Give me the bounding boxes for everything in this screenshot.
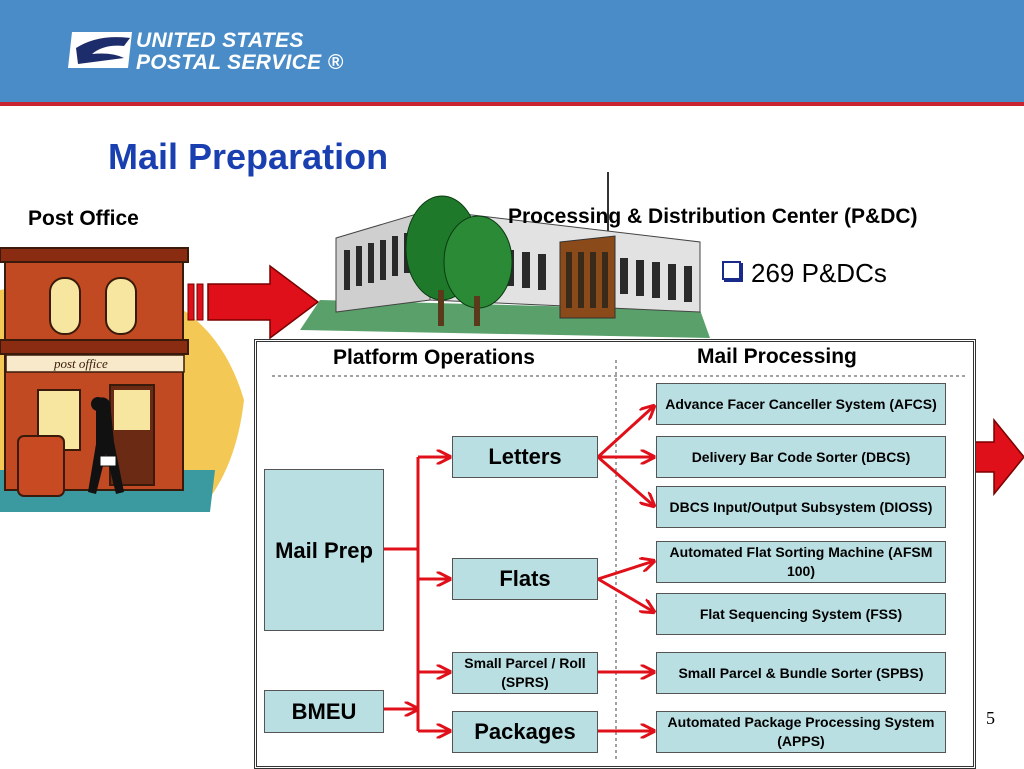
page-number: 5: [986, 708, 995, 728]
pdc-building-illustration: [300, 172, 710, 338]
arrow-to-afcs: [596, 406, 654, 459]
post-office-label: Post Office: [28, 207, 139, 230]
logo-line-2: POSTAL SERVICE ®: [136, 51, 344, 74]
checkbox-bullet-icon: [722, 261, 741, 280]
page-title: Mail Preparation: [108, 136, 389, 177]
usps-eagle-logo: [68, 32, 132, 68]
packages-node: Packages: [452, 711, 598, 753]
sprs-node: Small Parcel / Roll (SPRS): [452, 652, 598, 694]
header-rule: [0, 102, 1024, 106]
logo-line-1: UNITED STATES: [136, 29, 304, 52]
apps-node: Automated Package Processing System (APP…: [656, 711, 946, 753]
post-office-sign: post office: [54, 356, 108, 371]
header-band: [0, 0, 1024, 102]
dbcs-node: Delivery Bar Code Sorter (DBCS): [656, 436, 946, 478]
pdc-label: Processing & Distribution Center (P&DC): [508, 205, 918, 228]
afsm-node: Automated Flat Sorting Machine (AFSM 100…: [656, 541, 946, 583]
mail-prep-node: Mail Prep: [264, 469, 384, 631]
spbs-node: Small Parcel & Bundle Sorter (SPBS): [656, 652, 946, 694]
platform-operations-heading: Platform Operations: [333, 346, 535, 369]
afcs-node: Advance Facer Canceller System (AFCS): [656, 383, 946, 425]
pdc-count-bullet: 269 P&DCs: [722, 258, 887, 289]
pdc-count-text: 269 P&DCs: [751, 258, 887, 288]
fss-node: Flat Sequencing System (FSS): [656, 593, 946, 635]
arrow-to-fss: [597, 577, 654, 612]
flats-node: Flats: [452, 558, 598, 600]
bmeu-node: BMEU: [264, 690, 384, 733]
arrow-to-afsm: [597, 561, 654, 581]
flow-arrow-to-pdc: [187, 264, 320, 340]
mail-processing-heading: Mail Processing: [697, 345, 857, 368]
usps-wordmark: UNITED STATES POSTAL SERVICE ®: [136, 30, 343, 74]
letters-node: Letters: [452, 436, 598, 478]
arrow-to-dioss: [597, 455, 654, 506]
dioss-node: DBCS Input/Output Subsystem (DIOSS): [656, 486, 946, 528]
post-office-illustration: [0, 247, 244, 512]
